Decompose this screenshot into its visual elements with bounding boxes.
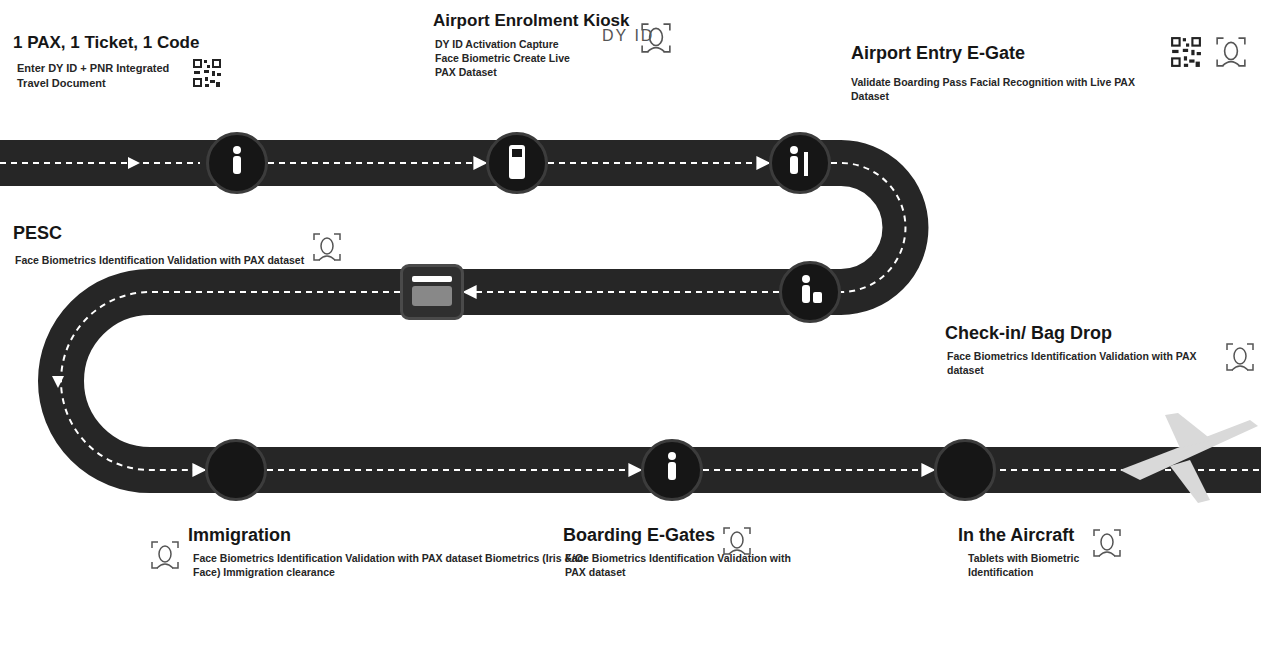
person-icon: [668, 452, 676, 460]
road-connector: [464, 291, 779, 293]
station-heading: Airport Entry E-Gate: [851, 43, 1151, 64]
brand-label: DY ID: [602, 27, 654, 45]
station-circle: Boarding E-GatesFace Biometrics Identifi…: [641, 439, 703, 501]
station-heading: Check-in/ Bag Drop: [945, 323, 1185, 344]
station-description: Enter DY ID + PNR Integrated Travel Docu…: [17, 61, 187, 91]
kiosk-screen: [512, 149, 522, 157]
person-icon: [802, 275, 810, 283]
face-icon: [1094, 530, 1120, 556]
station-heading: 1 PAX, 1 Ticket, 1 Code: [13, 33, 273, 53]
station-description: Face Biometrics Identification Validatio…: [15, 253, 315, 267]
station-description: Tablets with Biometric Identification: [968, 551, 1098, 579]
station-heading: PESC: [13, 223, 213, 244]
station-description: Face Biometrics Identification Validatio…: [947, 349, 1207, 377]
station-heading: In the Aircraft: [958, 525, 1158, 546]
person-icon: [668, 462, 676, 480]
scanner-icon: [412, 276, 452, 282]
plane-wing: [1170, 460, 1210, 503]
plane-body: [1120, 420, 1258, 480]
station-circle: ImmigrationFace Biometrics Identificatio…: [205, 439, 267, 501]
station-box: PESCFace Biometrics Identification Valid…: [400, 264, 464, 320]
station-description: Validate Boarding Pass Facial Recognitio…: [851, 75, 1171, 103]
face-icon: [152, 542, 178, 568]
person-icon: [790, 156, 798, 174]
kiosk-icon: [509, 145, 525, 179]
person-icon: [790, 146, 798, 154]
road-connector: [268, 162, 486, 164]
station-circle: Airport Entry E-GateValidate Boarding Pa…: [769, 132, 831, 194]
road-arrow: [128, 157, 140, 169]
station-description: Face Biometrics Identification Validatio…: [565, 551, 805, 579]
road-connector: [548, 162, 769, 164]
face-icon: [314, 234, 340, 260]
station-description: DY ID Activation Capture Face Biometric …: [435, 37, 585, 80]
qr-code: [192, 58, 222, 88]
road-arrow: [52, 376, 64, 388]
road-dash: [1000, 469, 1261, 471]
face-icon: [1217, 38, 1245, 66]
bag-icon: [813, 292, 822, 303]
road-dash: [0, 162, 200, 164]
plane-wing: [1165, 413, 1212, 448]
station-heading: Boarding E-Gates: [563, 525, 763, 546]
station-heading: Immigration: [188, 525, 388, 546]
person-icon: [233, 146, 241, 154]
face-icon: [1227, 344, 1253, 370]
station-circle: 1 PAX, 1 Ticket, 1 CodeEnter DY ID + PNR…: [206, 132, 268, 194]
qr-code: [1170, 36, 1202, 68]
plane-illustration: [1120, 413, 1258, 503]
scanner-icon: [412, 286, 452, 306]
person-icon: [802, 285, 810, 303]
road-connector: [703, 469, 934, 471]
road-connector: [267, 469, 641, 471]
station-circle: Airport Enrolment KioskDY ID Activation …: [486, 132, 548, 194]
station-circle: In the AircraftTablets with Biometric Id…: [934, 439, 996, 501]
road-connector: [831, 163, 905, 292]
road: [0, 163, 1261, 470]
face-icon: [724, 528, 750, 554]
station-icons: [233, 145, 822, 480]
station-circle: Check-in/ Bag DropFace Biometrics Identi…: [779, 261, 841, 323]
gate-icon: [804, 152, 808, 176]
station-description: Face Biometrics Identification Validatio…: [193, 551, 613, 579]
person-icon: [233, 156, 241, 174]
